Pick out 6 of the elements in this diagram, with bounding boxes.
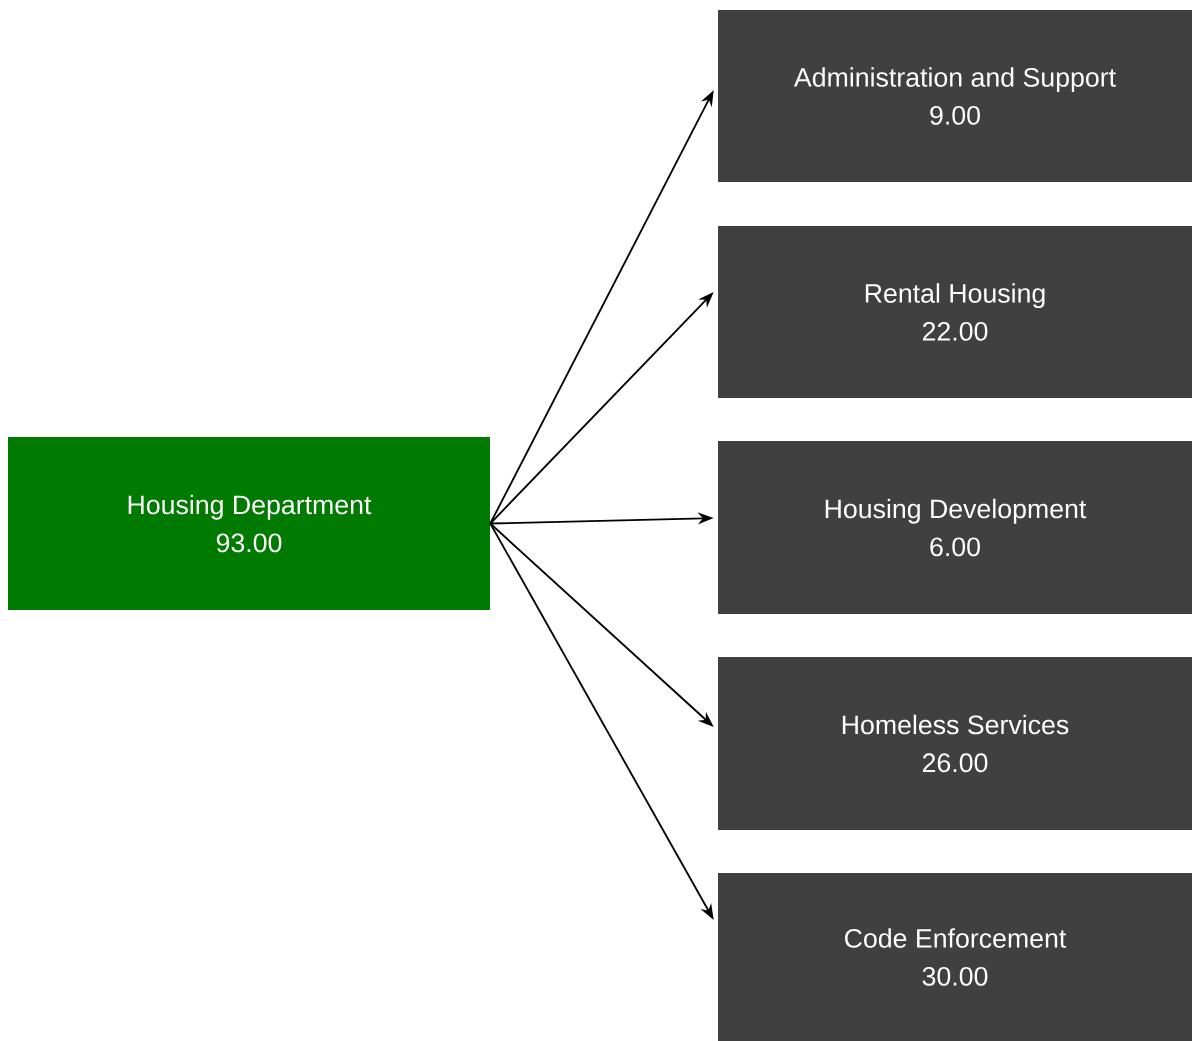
department-box: Housing Department 93.00 — [8, 437, 490, 611]
division-box: Housing Development 6.00 — [718, 441, 1192, 615]
division-box: Homeless Services 26.00 — [718, 657, 1192, 830]
division-box: Code Enforcement 30.00 — [718, 873, 1192, 1041]
division-box: Administration and Support 9.00 — [718, 10, 1192, 182]
division-box: Rental Housing 22.00 — [718, 226, 1192, 398]
